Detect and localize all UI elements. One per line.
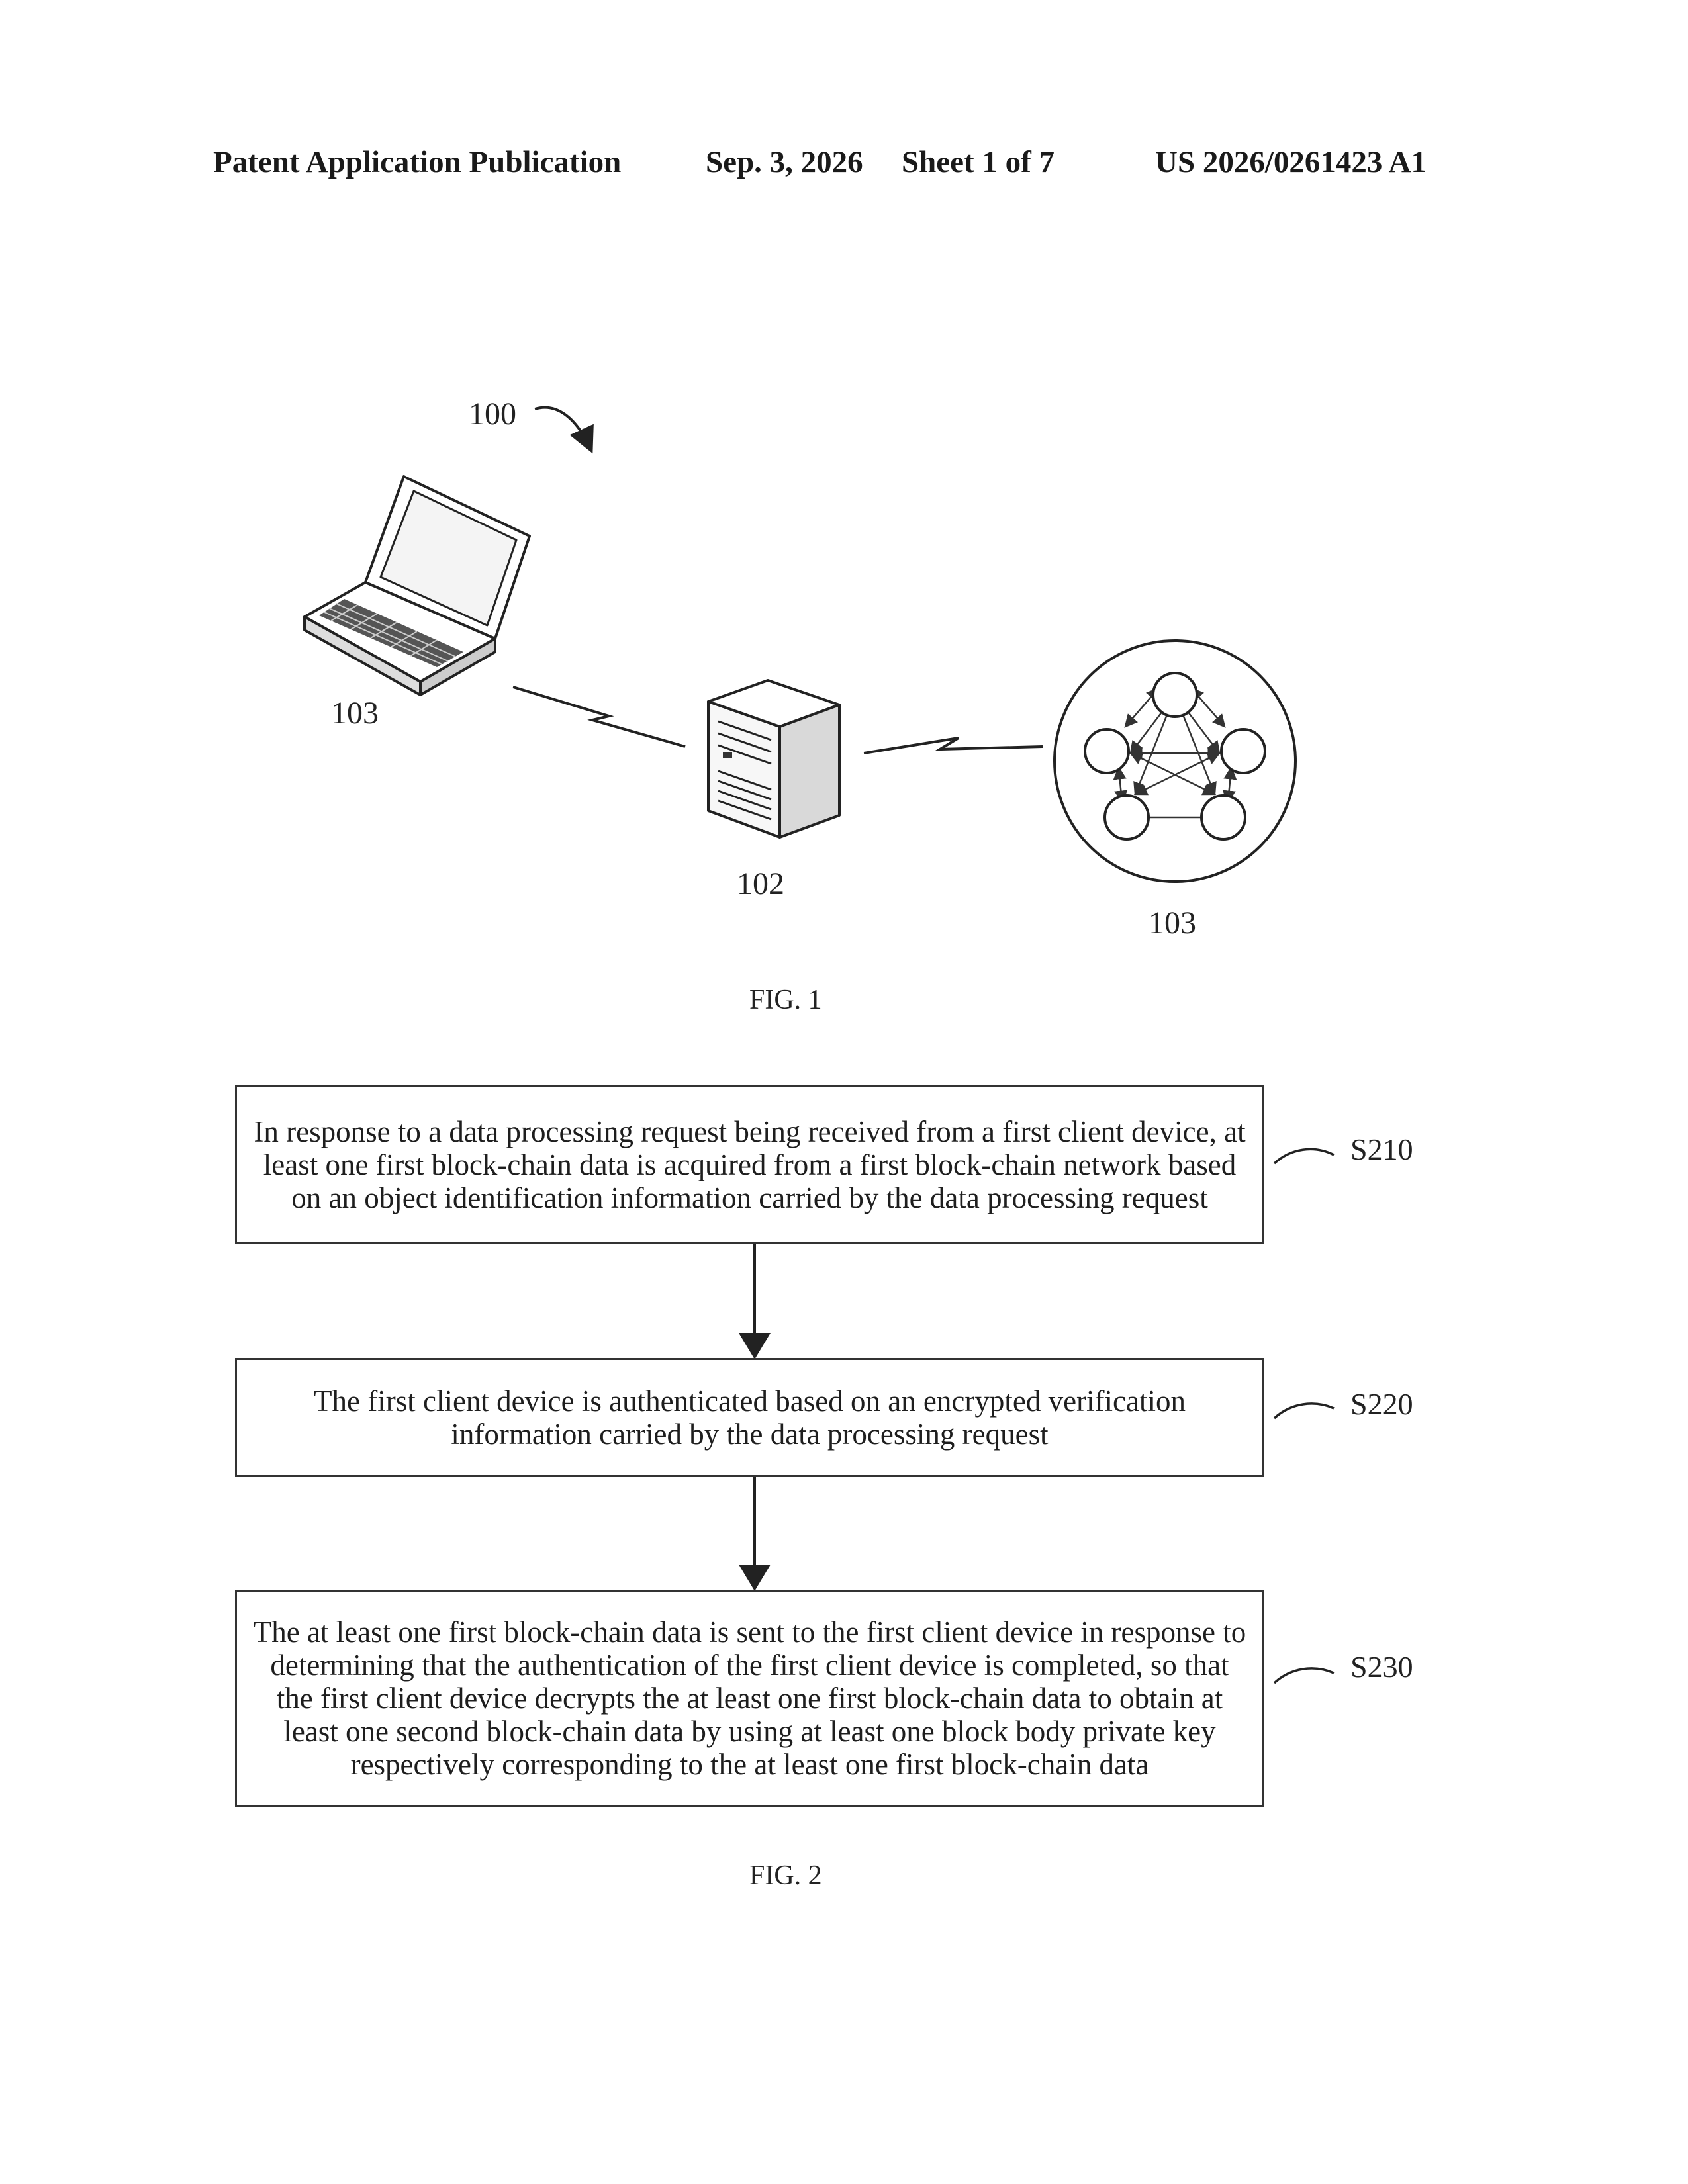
step-id-s230: S230	[1350, 1649, 1413, 1684]
step-leader-s210	[1274, 1149, 1334, 1163]
step-text-s230: The at least one first block-chain data …	[250, 1615, 1249, 1781]
step-text-s210: In response to a data processing request…	[250, 1115, 1249, 1214]
step-box-s210: In response to a data processing request…	[235, 1085, 1264, 1244]
step-box-s230: The at least one first block-chain data …	[235, 1590, 1264, 1807]
step-leader-s230	[1274, 1668, 1334, 1683]
step-box-s220: The first client device is authenticated…	[235, 1358, 1264, 1477]
step-id-s210: S210	[1350, 1132, 1413, 1167]
step-id-s220: S220	[1350, 1387, 1413, 1422]
step-leader-s220	[1274, 1404, 1334, 1418]
fig2-caption: FIG. 2	[749, 1860, 822, 1891]
step-text-s220: The first client device is authenticated…	[250, 1385, 1249, 1451]
